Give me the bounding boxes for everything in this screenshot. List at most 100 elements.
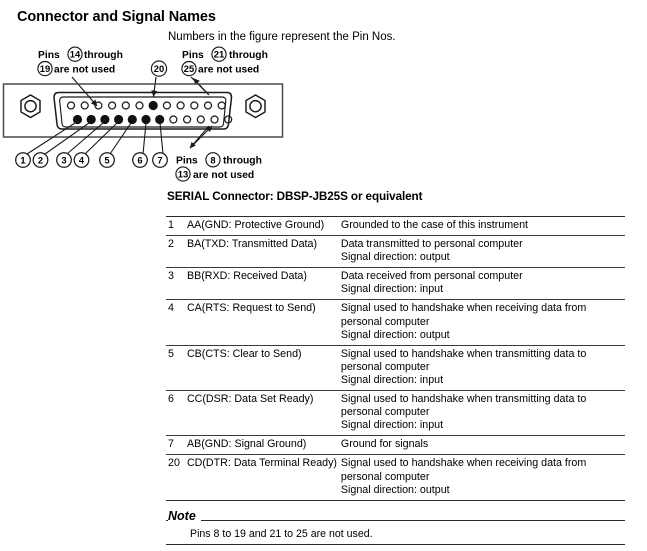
pin-3-filled	[100, 114, 110, 125]
description-line: Signal used to handshake when transmitti…	[340, 393, 587, 406]
connector-d-shell	[53, 91, 233, 130]
pin-callout-7: 7	[152, 152, 168, 168]
connector-body	[2, 83, 284, 138]
svg-text:1: 1	[20, 155, 25, 166]
connector-flange	[2, 83, 284, 138]
figure-subtitle: Numbers in the figure represent the Pin …	[168, 31, 396, 43]
cell-signal-name: CC(DSR: Data Set Ready)	[186, 390, 341, 436]
pin-row-top	[66, 100, 226, 111]
pin-7-filled	[155, 114, 165, 125]
note-label: Note	[168, 509, 201, 523]
note-text: Pins 8 to 19 and 21 to 25 are not used.	[190, 528, 373, 540]
svg-text:Pins: Pins	[38, 50, 60, 61]
connector-figure: Pins 14 through 19 are not used 20 Pins …	[0, 44, 647, 184]
description-line: Data received from personal computer	[340, 270, 523, 283]
cell-pin-number: 2	[166, 235, 187, 268]
cell-signal-name: BB(RXD: Received Data)	[186, 267, 341, 300]
svg-text:6: 6	[137, 155, 142, 166]
description-line: Data transmitted to personal computer	[340, 238, 523, 251]
pin-callout-3: 3	[56, 152, 72, 168]
svg-text:2: 2	[38, 155, 43, 166]
description-line: Grounded to the case of this instrument	[340, 219, 529, 231]
description-line: Signal direction: output	[340, 251, 450, 264]
cell-pin-number: 5	[166, 344, 187, 391]
svg-text:through: through	[223, 156, 262, 167]
svg-text:3: 3	[61, 155, 66, 166]
pin-callout-4: 4	[73, 152, 90, 168]
cell-description: Signal used to handshake when receiving …	[340, 299, 625, 346]
description-line: Signal direction: input	[340, 373, 444, 386]
svg-text:4: 4	[79, 155, 85, 166]
cell-pin-number: 20	[166, 454, 187, 501]
description-line: Signal used to handshake when receiving …	[340, 302, 587, 315]
description-line: personal computer	[340, 470, 430, 483]
cell-signal-name: CA(RTS: Request to Send)	[186, 299, 341, 346]
svg-text:21: 21	[214, 49, 224, 60]
cell-pin-number: 4	[166, 299, 187, 346]
pin-callout-5: 5	[99, 152, 115, 168]
svg-text:5: 5	[104, 155, 109, 166]
callout-8-13-leader	[189, 125, 213, 149]
connector-caption: SERIAL Connector: DBSP-JB25S or equivale…	[167, 190, 423, 203]
callout-pins-21-through-25: Pins 21 through 25 are not used	[181, 46, 268, 96]
callout-pins-14-through-19: Pins 14 through 19 are not used	[37, 46, 123, 107]
description-line: Signal direction: output	[340, 483, 450, 496]
pin-6-filled	[141, 114, 151, 125]
svg-text:through: through	[229, 50, 268, 61]
svg-text:7: 7	[157, 155, 162, 166]
pin-callout-1: 1	[15, 152, 31, 168]
pin-2-filled	[86, 114, 96, 125]
cell-pin-number: 1	[166, 215, 187, 236]
description-line: personal computer	[340, 406, 430, 419]
description-line: Signal direction: output	[340, 328, 450, 341]
cell-signal-name: BA(TXD: Transmitted Data)	[186, 235, 341, 268]
svg-text:are not used: are not used	[198, 64, 259, 75]
cell-signal-name: AA(GND: Protective Ground)	[186, 215, 341, 236]
screw-hex-left	[20, 94, 41, 119]
svg-text:13: 13	[178, 169, 188, 180]
svg-text:25: 25	[184, 63, 194, 74]
pin-1-filled	[72, 114, 83, 125]
svg-text:are not used: are not used	[193, 170, 254, 181]
cell-signal-name: AB(GND: Signal Ground)	[186, 435, 341, 455]
cell-pin-number: 3	[166, 267, 187, 300]
callout-pins-8-through-13: Pins 8 through 13 are not used	[175, 152, 262, 182]
cell-signal-name: CD(DTR: Data Terminal Ready)	[186, 454, 341, 501]
svg-text:Pins: Pins	[176, 156, 198, 167]
svg-text:14: 14	[70, 49, 81, 60]
svg-text:8: 8	[210, 154, 215, 165]
cell-description: Signal used to handshake when transmitti…	[340, 344, 625, 391]
cell-pin-number: 7	[166, 435, 187, 455]
description-line: Ground for signals	[340, 438, 429, 451]
pin-4-filled	[114, 114, 124, 125]
description-line: Signal direction: input	[340, 419, 444, 432]
svg-text:19: 19	[40, 63, 50, 74]
note-header: Note	[166, 509, 625, 524]
cell-description: Signal used to handshake when receiving …	[340, 454, 625, 501]
connector-d-shell-inner	[59, 96, 227, 128]
pin-callout-2: 2	[32, 152, 49, 168]
pin-number-callouts: 1 2 3 4 5 6 7	[15, 152, 168, 168]
pin-row-bottom	[72, 114, 233, 125]
description-line: Signal used to handshake when transmitti…	[340, 347, 587, 360]
screw-hex-right	[245, 94, 266, 119]
cell-pin-number: 6	[166, 390, 187, 436]
pin-20-filled	[148, 100, 158, 111]
cell-description: Signal used to handshake when transmitti…	[340, 390, 625, 436]
svg-text:are not used: are not used	[54, 64, 115, 75]
svg-text:Pins: Pins	[182, 50, 204, 61]
cell-description: Grounded to the case of this instrument	[340, 215, 625, 236]
pin-5-filled	[127, 114, 137, 125]
cell-description: Ground for signals	[340, 435, 625, 455]
cell-signal-name: CB(CTS: Clear to Send)	[186, 344, 341, 391]
